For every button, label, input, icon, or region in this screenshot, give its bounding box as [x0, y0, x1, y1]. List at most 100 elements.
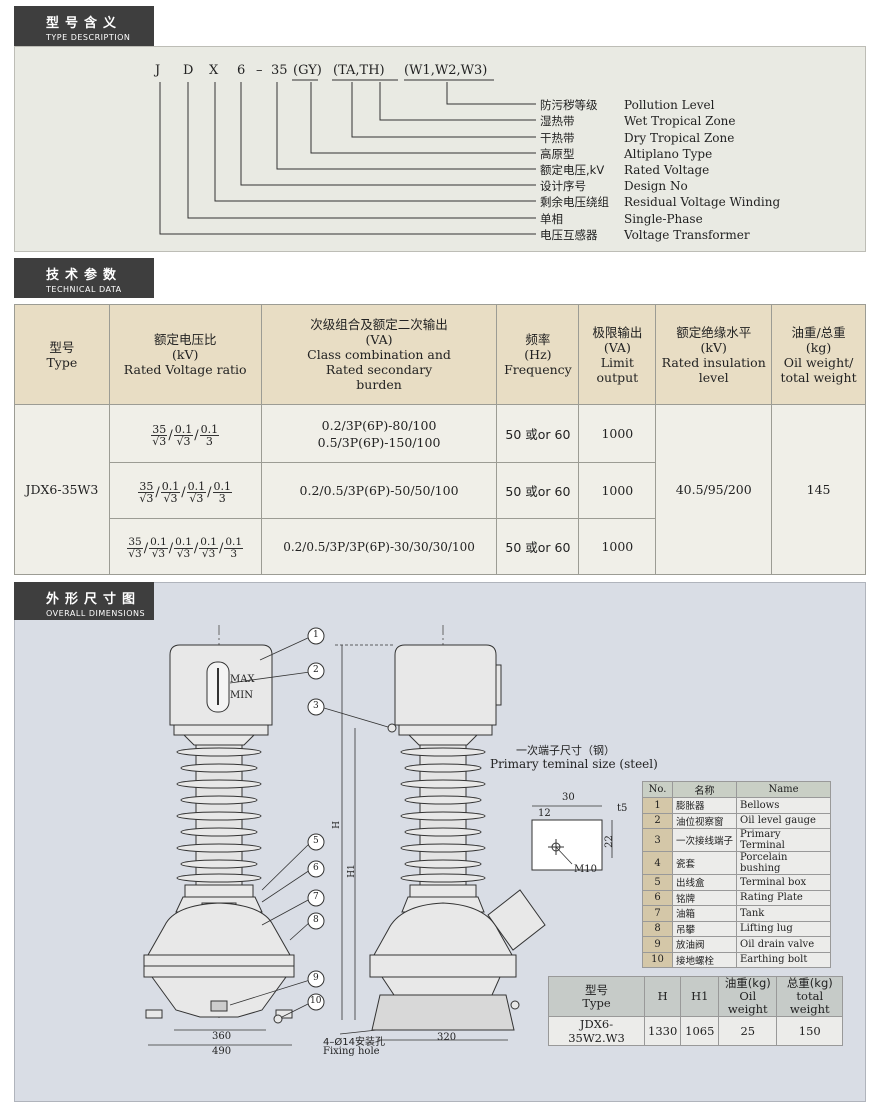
terminal-title-zh: 一次端子尺寸（钢） [516, 744, 615, 757]
section-tab-overall-dimensions: 外形尺寸图 OVERALL DIMENSIONS [14, 582, 154, 620]
desc-dry-tropical: 干热带 Dry Tropical Zone [540, 130, 734, 146]
terminal-dim-12: 12 [538, 808, 551, 819]
desc-en: Altiplano Type [624, 147, 713, 161]
section-tab-technical-data: 技术参数 TECHNICAL DATA [14, 258, 154, 298]
dim-cell-h: 1330 [643, 1016, 682, 1046]
cell-frequency: 50 或or 60 [496, 518, 580, 575]
dim-cell-type: JDX6-35W2.W3 [548, 1016, 645, 1046]
cell-limit: 1000 [578, 404, 657, 463]
dim-h1: H1 [346, 864, 357, 878]
callout-10: 10 [310, 996, 322, 1006]
desc-single-phase: 单相 Single-Phase [540, 211, 703, 227]
fixing-hole-zh: 4–Ø14安装孔 [323, 1037, 385, 1048]
desc-zh: 设计序号 [540, 179, 586, 193]
desc-zh: 剩余电压绕组 [540, 195, 609, 209]
desc-zh: 电压互感器 [540, 228, 598, 242]
section-title-zh: 技术参数 [46, 268, 123, 283]
callout-3: 3 [313, 701, 319, 711]
model-code-leader-lines [159, 79, 536, 235]
table-row: JDX6-35W2.W3 1330 1065 25 150 [548, 1016, 844, 1046]
cell-class: 0.2/0.5/3P(6P)-50/50/100 [260, 462, 498, 519]
code-x: X [209, 63, 219, 78]
dim-cell-total: 150 [776, 1016, 844, 1046]
desc-zh: 单相 [540, 212, 563, 226]
desc-en: Dry Tropical Zone [624, 131, 735, 145]
code-gy: (GY) [293, 63, 322, 78]
max-label: MAX [230, 674, 255, 685]
cell-limit: 1000 [578, 462, 657, 519]
header-ratio: 额定电压比(kV)Rated Voltage ratio [108, 304, 262, 405]
cell-insulation: 40.5/95/200 [655, 404, 773, 575]
cell-weight: 145 [771, 404, 866, 575]
dim-cell-h1: 1065 [680, 1016, 720, 1046]
parts-header-row: No. 名称 Name [642, 781, 831, 798]
callout-9: 9 [313, 973, 319, 983]
desc-en: Design No [624, 179, 688, 193]
callout-7: 7 [313, 892, 319, 902]
desc-zh: 额定电压,kV [540, 163, 605, 177]
dimension-lines [148, 636, 613, 1046]
parts-header-zh: 名称 [672, 781, 737, 798]
callout-5: 5 [313, 836, 319, 846]
cell-frequency: 50 或or 60 [496, 462, 580, 519]
code-ta-th: (TA,TH) [333, 63, 385, 78]
terminal-dim-m10: M10 [574, 864, 597, 875]
callout-circles [307, 627, 325, 1011]
dim-320: 320 [437, 1032, 457, 1043]
code-j: J [155, 63, 161, 78]
desc-zh: 干热带 [540, 131, 575, 145]
callout-8: 8 [313, 915, 319, 925]
terminal-dim-t5: t5 [617, 803, 628, 814]
code-w: (W1,W2,W3) [404, 63, 488, 78]
section-tab-type-description: 型号含义 TYPE DESCRIPTION [14, 6, 154, 46]
dim-header-oil: 油重(kg)Oil weight [718, 976, 778, 1017]
section-title-en: OVERALL DIMENSIONS [46, 609, 146, 618]
desc-design-no: 设计序号 Design No [540, 178, 688, 194]
desc-zh: 高原型 [540, 147, 575, 161]
dim-490: 490 [212, 1046, 232, 1057]
dim-header-total: 总重(kg)total weight [776, 976, 844, 1017]
code-d: D [183, 63, 194, 78]
min-label: MIN [230, 690, 253, 701]
code-35: 35 [271, 63, 288, 78]
section-title-en: TYPE DESCRIPTION [46, 33, 131, 42]
desc-en: Pollution Level [624, 98, 715, 112]
header-frequency: 频率(Hz)Frequency [496, 304, 580, 405]
dim-header-h: H [643, 976, 682, 1017]
terminal-title-en: Primary teminal size (steel) [490, 757, 658, 771]
parts-header-no: No. [642, 781, 673, 798]
callout-2: 2 [313, 665, 319, 675]
desc-en: Single-Phase [624, 212, 703, 226]
header-weight: 油重/总重(kg)Oil weight/total weight [771, 304, 866, 405]
cell-frequency: 50 或or 60 [496, 404, 580, 463]
callout-6: 6 [313, 863, 319, 873]
